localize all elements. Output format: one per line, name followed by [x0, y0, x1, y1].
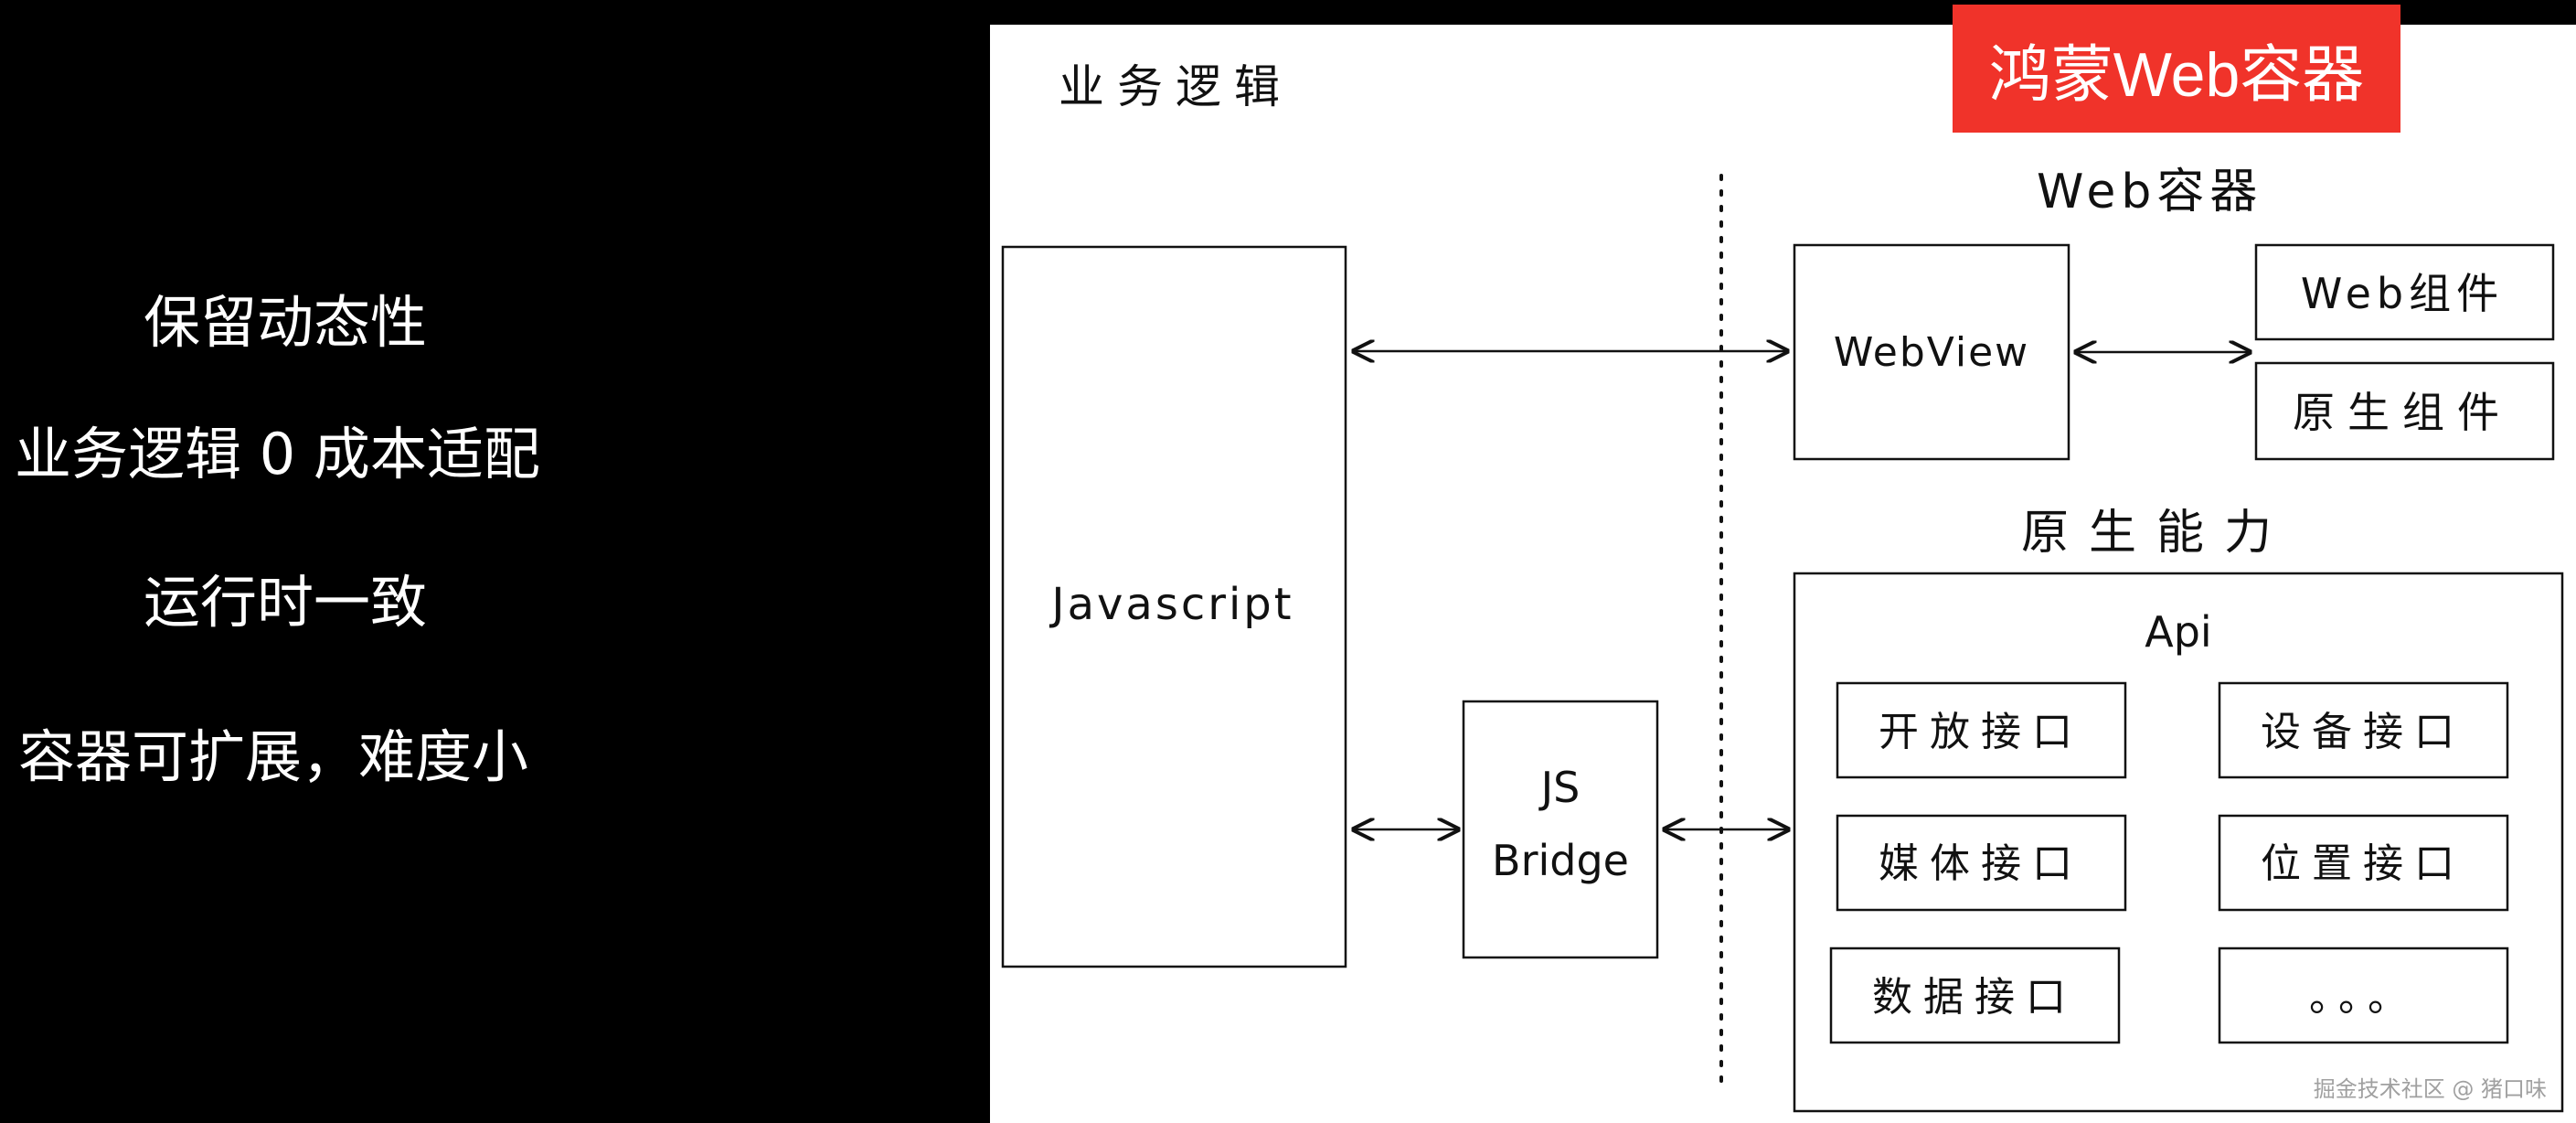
- api-item-box-location: [2218, 814, 2509, 912]
- hongmeng-web-container-badge: 鸿蒙Web容器: [1953, 5, 2400, 133]
- native-component-box: [2254, 361, 2555, 461]
- jsbridge-label-js: JS: [1538, 763, 1581, 812]
- api-title: Api: [2145, 607, 2211, 657]
- native-ability-title: 原生能力: [2021, 506, 2292, 561]
- api-item-box-media: [1836, 814, 2127, 912]
- api-item-box-open: [1836, 681, 2127, 779]
- jsbridge-label-bridge: Bridge: [1492, 836, 1629, 885]
- api-item-more: 。。。: [2309, 974, 2417, 1021]
- point-runtime-consistent: 运行时一致: [144, 569, 428, 636]
- api-item-location: 位置接口: [2261, 840, 2465, 887]
- api-box: [1793, 572, 2564, 1113]
- api-item-media: 媒体接口: [1879, 840, 2083, 887]
- webview-label: WebView: [1834, 329, 2029, 376]
- web-component-box: [2254, 243, 2555, 341]
- api-item-data: 数据接口: [1872, 974, 2077, 1021]
- point-extensible: 容器可扩展，难度小: [18, 723, 529, 790]
- business-logic-title: 业务逻辑: [1059, 60, 1293, 113]
- point-dynamic: 保留动态性: [144, 289, 428, 356]
- webview-box: [1793, 243, 2070, 461]
- web-component-label: Web组件: [2301, 269, 2504, 318]
- native-component-label: 原生组件: [2293, 388, 2512, 437]
- api-item-box-more: [2218, 947, 2509, 1044]
- architecture-diagram: 业务逻辑 Javascript JS Bridge Web容器 WebView …: [990, 5, 2576, 1123]
- javascript-box: [1001, 245, 1347, 968]
- watermark: 掘金技术社区 @ 猪口味: [2313, 1076, 2547, 1102]
- api-item-box-device: [2218, 681, 2509, 779]
- javascript-label: Javascript: [1048, 579, 1293, 630]
- api-item-device: 设备接口: [2261, 709, 2465, 755]
- point-zero-cost: 业务逻辑 0 成本适配: [15, 421, 540, 487]
- api-item-open: 开放接口: [1879, 709, 2083, 755]
- web-container-title: Web容器: [2037, 165, 2262, 219]
- jsbridge-box: [1462, 700, 1659, 959]
- api-item-box-data: [1829, 947, 2121, 1044]
